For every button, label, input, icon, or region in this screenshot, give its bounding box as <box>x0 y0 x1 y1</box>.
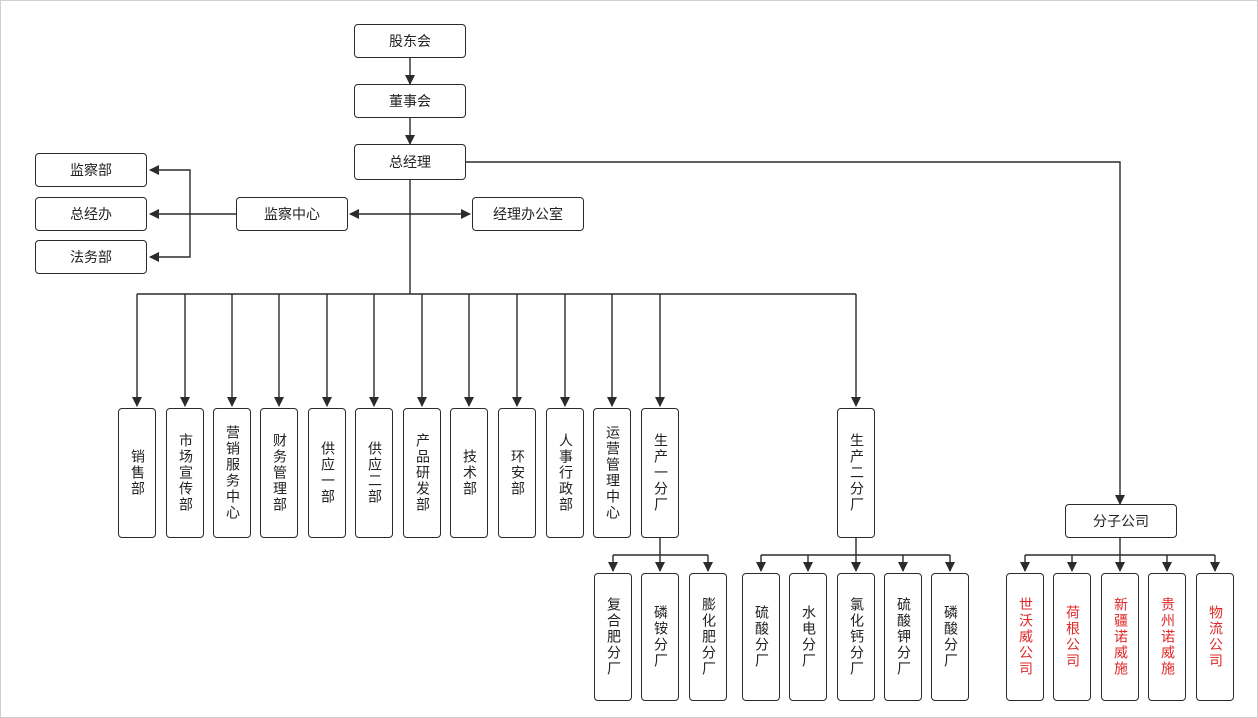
subsidiary-node: 分子公司 <box>1065 504 1177 538</box>
supervision-center-node: 监察中心 <box>236 197 348 231</box>
department-node: 技术部 <box>450 408 488 538</box>
general-manager-node: 总经理 <box>354 144 466 180</box>
subsidiary-company-node: 新疆诺威施 <box>1101 573 1139 701</box>
gm-office-node: 经理办公室 <box>472 197 584 231</box>
branch-plant-node: 氯化钙分厂 <box>837 573 875 701</box>
branch-plant-node: 复合肥分厂 <box>594 573 632 701</box>
supervision-dept-node: 监察部 <box>35 153 147 187</box>
subsidiary-company-node: 物流公司 <box>1196 573 1234 701</box>
arrow-to-supervision-dept <box>149 165 191 214</box>
subsidiary-company-node: 荷根公司 <box>1053 573 1091 701</box>
department-node: 供应一部 <box>308 408 346 538</box>
department-node: 生产一分厂 <box>641 408 679 538</box>
branch-plant-node: 硫酸分厂 <box>742 573 780 701</box>
branch-plant-node: 硫酸钾分厂 <box>884 573 922 701</box>
plant2-node: 生产二分厂 <box>837 408 875 538</box>
branch-plant-node: 磷酸分厂 <box>931 573 969 701</box>
board-node: 董事会 <box>354 84 466 118</box>
branch-plant-node: 水电分厂 <box>789 573 827 701</box>
department-node: 环安部 <box>498 408 536 538</box>
department-node: 供应二部 <box>355 408 393 538</box>
branch-plant-node: 膨化肥分厂 <box>689 573 727 701</box>
department-node: 产品研发部 <box>403 408 441 538</box>
department-node: 营销服务中心 <box>213 408 251 538</box>
department-node: 销售部 <box>118 408 156 538</box>
subsidiary-company-node: 贵州诺威施 <box>1148 573 1186 701</box>
branch-plant-node: 磷铵分厂 <box>641 573 679 701</box>
department-node: 人事行政部 <box>546 408 584 538</box>
general-office-node: 总经办 <box>35 197 147 231</box>
department-node: 运营管理中心 <box>593 408 631 538</box>
arrow-to-legal <box>149 214 191 262</box>
arrow-gm-subsidiary <box>466 161 1125 505</box>
department-node: 市场宣传部 <box>166 408 204 538</box>
shareholders-node: 股东会 <box>354 24 466 58</box>
legal-dept-node: 法务部 <box>35 240 147 274</box>
department-node: 财务管理部 <box>260 408 298 538</box>
subsidiary-company-node: 世沃威公司 <box>1006 573 1044 701</box>
